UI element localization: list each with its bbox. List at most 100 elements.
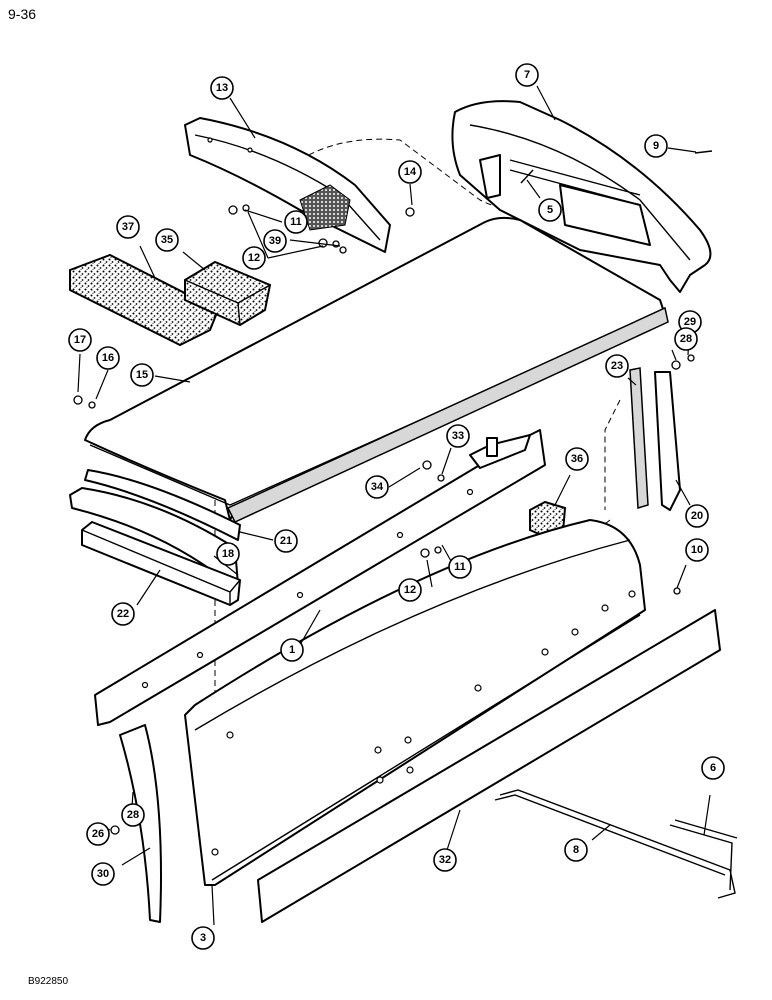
callout-number: 12 xyxy=(248,252,260,264)
callout-21: 21 xyxy=(274,529,298,553)
callout-36: 36 xyxy=(565,447,589,471)
callout-circle xyxy=(685,538,709,562)
callout-circle xyxy=(121,803,145,827)
callout-16: 16 xyxy=(96,346,120,370)
callout-13: 13 xyxy=(210,76,234,100)
callout-12: 12 xyxy=(242,246,266,270)
callout-circle xyxy=(96,346,120,370)
callout-number: 15 xyxy=(136,369,148,381)
callout-number: 7 xyxy=(524,69,530,81)
duct-filter-mesh xyxy=(299,184,351,231)
part-3-rear-panel xyxy=(184,519,646,886)
part-8-rod xyxy=(494,789,736,899)
callout-32: 32 xyxy=(433,848,457,872)
leader-lines xyxy=(77,85,711,926)
callout-circle xyxy=(564,838,588,862)
callout-circle xyxy=(515,63,539,87)
callout-number: 22 xyxy=(117,608,129,620)
callout-circle xyxy=(274,529,298,553)
callout-number: 20 xyxy=(691,510,703,522)
callout-number: 3 xyxy=(200,932,206,944)
part-35-foam-block xyxy=(184,260,272,327)
callout-bubbles: 1379145113912373517161529282333343620211… xyxy=(68,63,725,950)
callout-20: 20 xyxy=(685,504,709,528)
callout-number: 26 xyxy=(92,828,104,840)
callout-1: 1 xyxy=(280,638,304,662)
callout-11: 11 xyxy=(448,555,472,579)
callout-circle xyxy=(130,363,154,387)
callout-number: 1 xyxy=(289,644,295,656)
callout-circle xyxy=(398,160,422,184)
callout-circle xyxy=(433,848,457,872)
callout-number: 39 xyxy=(269,235,281,247)
callout-circle xyxy=(644,134,668,158)
callout-number: 35 xyxy=(161,234,173,246)
callout-circle xyxy=(398,578,422,602)
callout-number: 37 xyxy=(122,221,134,233)
callout-number: 13 xyxy=(216,82,228,94)
callout-17: 17 xyxy=(68,328,92,352)
callout-circle xyxy=(263,229,287,253)
callout-14: 14 xyxy=(398,160,422,184)
callout-11: 11 xyxy=(284,210,308,234)
document-code: B922850 xyxy=(28,976,69,987)
callout-number: 32 xyxy=(439,854,451,866)
part-22-weatherstrip xyxy=(81,521,241,606)
callout-8: 8 xyxy=(564,838,588,862)
callout-number: 28 xyxy=(680,333,692,345)
callout-23: 23 xyxy=(605,354,629,378)
callout-number: 8 xyxy=(573,844,579,856)
callout-number: 18 xyxy=(222,548,234,560)
callout-26: 26 xyxy=(86,822,110,846)
callout-number: 14 xyxy=(404,166,417,178)
page-number: 9-36 xyxy=(8,6,37,22)
callout-15: 15 xyxy=(130,363,154,387)
callout-5: 5 xyxy=(538,198,562,222)
part-23-seal xyxy=(629,367,649,509)
callout-circle xyxy=(86,822,110,846)
callout-number: 9 xyxy=(653,140,659,152)
callout-circle xyxy=(701,756,725,780)
callout-number: 10 xyxy=(691,544,703,556)
callout-circle xyxy=(111,602,135,626)
part-1-rail xyxy=(94,429,546,726)
callout-6: 6 xyxy=(701,756,725,780)
callout-circle xyxy=(605,354,629,378)
callout-number: 12 xyxy=(404,584,416,596)
callout-circle xyxy=(91,862,115,886)
part-6-rod xyxy=(669,819,738,891)
callout-28: 28 xyxy=(674,327,698,351)
callout-circle xyxy=(365,475,389,499)
callout-number: 28 xyxy=(127,809,139,821)
callout-18: 18 xyxy=(216,542,240,566)
callout-circle xyxy=(685,504,709,528)
part-15-roof-panel xyxy=(84,216,669,523)
part-13-air-duct xyxy=(184,117,391,253)
callout-number: 11 xyxy=(454,561,466,573)
callout-number: 34 xyxy=(371,481,384,493)
callout-number: 16 xyxy=(102,352,114,364)
part-21-trim-strip xyxy=(84,469,241,541)
part-32-trim-strip xyxy=(257,609,721,923)
callout-39: 39 xyxy=(263,229,287,253)
callout-10: 10 xyxy=(685,538,709,562)
callout-circle xyxy=(565,447,589,471)
callout-circle xyxy=(155,228,179,252)
callout-number: 6 xyxy=(710,762,716,774)
callout-12: 12 xyxy=(398,578,422,602)
callout-30: 30 xyxy=(91,862,115,886)
callout-circle xyxy=(446,424,470,448)
callout-28: 28 xyxy=(121,803,145,827)
callout-number: 36 xyxy=(571,453,583,465)
callout-circle xyxy=(210,76,234,100)
callout-7: 7 xyxy=(515,63,539,87)
callout-number: 23 xyxy=(611,360,623,372)
callout-circle xyxy=(448,555,472,579)
callout-number: 11 xyxy=(290,216,302,228)
callout-circle xyxy=(242,246,266,270)
callout-number: 21 xyxy=(280,535,292,547)
callout-number: 17 xyxy=(74,334,86,346)
callout-number: 30 xyxy=(97,868,109,880)
part-20-seal-channel xyxy=(654,371,681,511)
